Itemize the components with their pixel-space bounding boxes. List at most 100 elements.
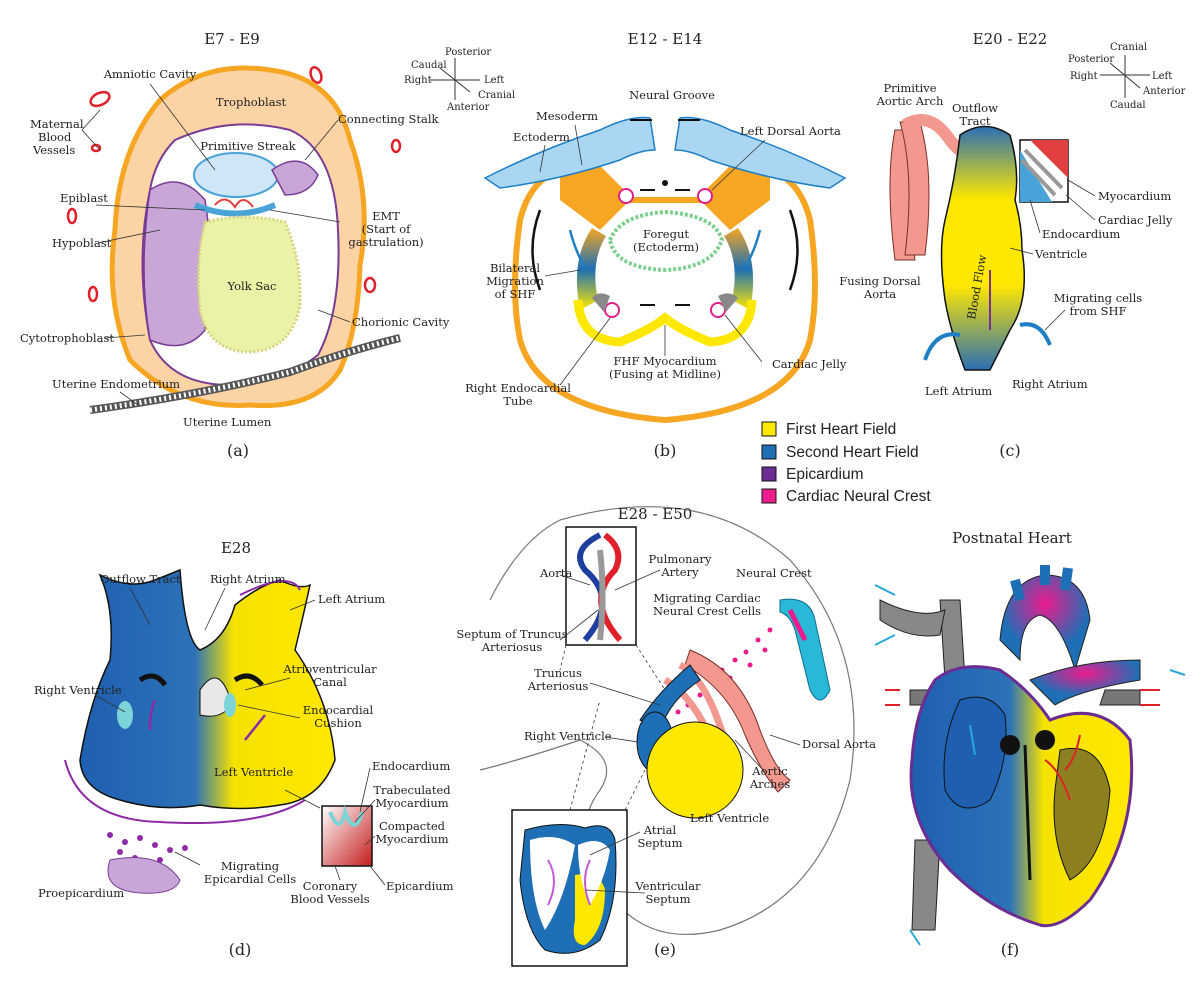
svg-text:Right: Right [404,75,432,86]
svg-text:(a): (a) [227,441,249,460]
ectoderm [483,116,656,189]
svg-text:Connecting Stalk: Connecting Stalk [338,112,440,126]
svg-text:Endocardium: Endocardium [372,759,450,773]
svg-text:Right Ventricle: Right Ventricle [34,683,122,697]
svg-text:Cytotrophoblast: Cytotrophoblast [20,331,114,345]
svg-text:E20 - E22: E20 - E22 [973,30,1048,48]
svg-text:Ventricle: Ventricle [1034,247,1087,261]
svg-text:Anterior: Anterior [446,102,490,113]
svg-text:Uterine Endometrium: Uterine Endometrium [52,377,180,391]
svg-text:E12 - E14: E12 - E14 [628,30,703,48]
legend-swatch-epi [761,466,777,482]
svg-text:Epiblast: Epiblast [60,191,108,205]
heart-tube [940,125,1026,371]
svg-text:Cardiac Jelly: Cardiac Jelly [772,357,847,371]
svg-text:Ectoderm: Ectoderm [513,130,570,144]
fhf-myocardium [573,299,757,347]
svg-text:Postnatal Heart: Postnatal Heart [952,529,1071,547]
connecting-stalk [271,160,319,196]
axis-compass-c: Cranial Posterior Right Left Anterior Ca… [1068,42,1186,111]
svg-text:Endocardium: Endocardium [1042,227,1120,241]
yolk-sac [196,215,302,354]
panel-d: E28 Outflow Tract Right Atrium Left Atri… [34,539,454,959]
embryo-outline [479,506,855,936]
svg-text:Chorionic Cavity: Chorionic Cavity [352,315,450,329]
hypoblast [143,181,211,347]
svg-text:Uterine Lumen: Uterine Lumen [183,415,272,429]
svg-text:Aorta: Aorta [539,566,572,580]
maternal-blood-vessels [66,66,402,303]
right-endocardial-tube [604,302,620,318]
legend-label: First Heart Field [786,421,896,438]
svg-text:Cranial: Cranial [478,90,515,101]
svg-text:Caudal: Caudal [411,60,447,71]
panel-a-title: E7 - E9 [204,30,260,48]
legend-swatch-shf [761,444,777,460]
svg-text:(d): (d) [229,940,252,959]
svg-text:Left Atrium: Left Atrium [925,384,992,398]
svg-text:Outflow Tract: Outflow Tract [100,572,181,586]
svg-text:Foregut(Ectoderm): Foregut(Ectoderm) [633,227,699,254]
svg-text:FHF Myocardium(Fusing at Midli: FHF Myocardium(Fusing at Midline) [609,354,721,381]
svg-text:Myocardium: Myocardium [1098,189,1171,203]
emt-cells [214,198,254,209]
legend: First Heart Field Second Heart Field Epi… [761,421,931,505]
svg-text:(c): (c) [999,441,1020,460]
mesoderm [512,161,818,424]
legend-swatch-cnc [761,488,777,504]
svg-text:Left Atrium: Left Atrium [318,592,385,606]
svg-text:Left: Left [484,75,504,86]
legend-label: Epicardium [786,466,864,483]
svg-text:E28: E28 [221,539,251,557]
legend-label: Second Heart Field [786,444,919,461]
svg-text:Hypoblast: Hypoblast [52,236,112,250]
svg-text:Left Ventricle: Left Ventricle [690,811,769,825]
cardiac-jelly [718,293,738,312]
svg-text:Amniotic Cavity: Amniotic Cavity [103,67,197,81]
panel-f: Postnatal Heart (f) [874,529,1186,959]
epiblast [193,202,277,217]
left-ventricle-e [646,721,744,819]
svg-text:Caudal: Caudal [1110,100,1146,111]
svg-text:Posterior: Posterior [1068,54,1114,65]
svg-text:Trophoblast: Trophoblast [216,95,287,109]
svg-text:Left Dorsal Aorta: Left Dorsal Aorta [740,124,841,138]
svg-text:Posterior: Posterior [445,47,491,58]
svg-text:(b): (b) [654,441,677,460]
proepicardium [107,857,181,894]
svg-text:Primitive Streak: Primitive Streak [200,139,296,153]
svg-text:Right Ventricle: Right Ventricle [524,729,612,743]
svg-text:Right Atrium: Right Atrium [1012,377,1088,391]
svg-text:Cardiac Jelly: Cardiac Jelly [1098,213,1173,227]
foregut [607,209,725,273]
svg-text:Neural Crest: Neural Crest [736,566,812,580]
axis-compass-b: Posterior Caudal Right Left Cranial Ante… [404,47,515,113]
svg-text:Dorsal Aorta: Dorsal Aorta [802,737,876,751]
shf-left [576,228,606,310]
svg-text:Right: Right [1070,71,1098,82]
svg-text:Right Atrium: Right Atrium [210,572,286,586]
svg-text:(e): (e) [654,940,676,959]
svg-text:Epicardium: Epicardium [386,879,454,893]
dorsal-aorta [684,649,791,793]
pulmonary-trunk [1029,659,1141,706]
